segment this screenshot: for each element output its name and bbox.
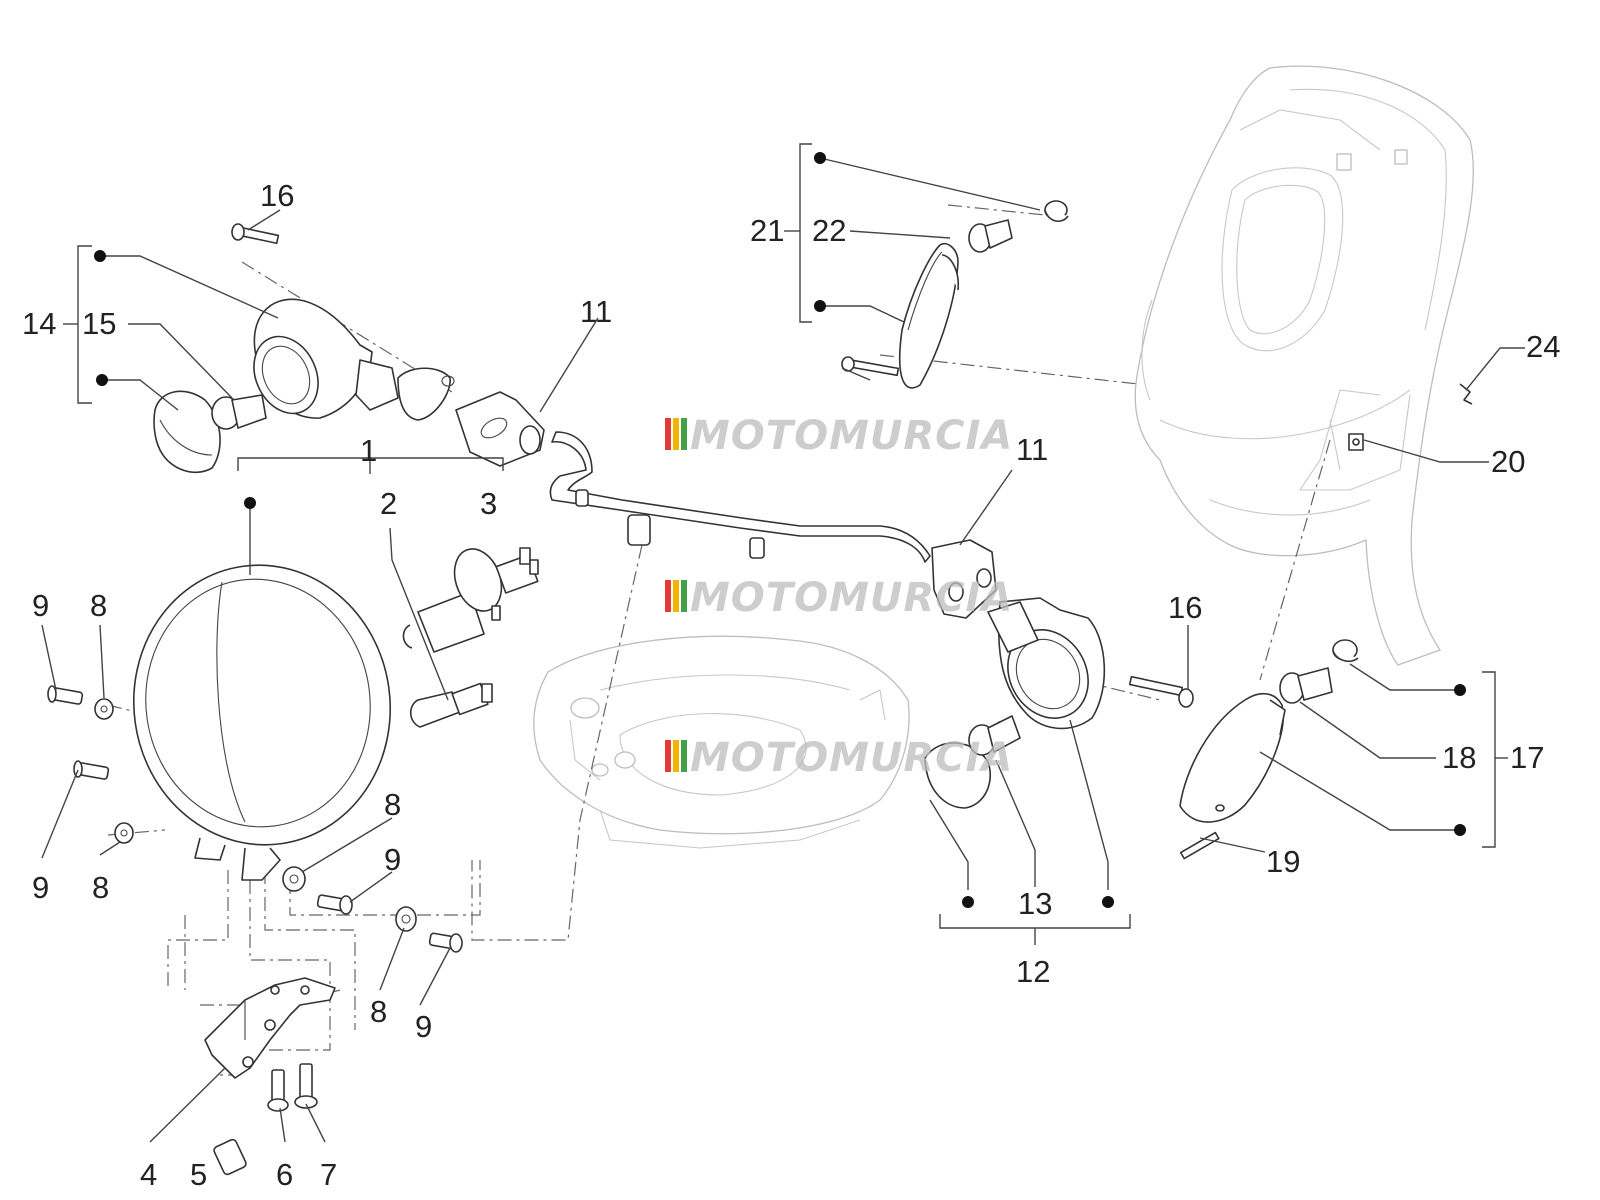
callout-8-b: 8: [92, 870, 109, 905]
clip-fastener: [1459, 383, 1473, 405]
callout-4: 4: [140, 1157, 157, 1192]
callout-17: 17: [1510, 740, 1544, 775]
headlight-bulb: [402, 547, 539, 653]
rear-signal-bulb: [1279, 639, 1359, 704]
bolt-7: [294, 1063, 318, 1109]
left-turn-signal: [253, 298, 455, 421]
clip-nut: [1348, 433, 1364, 451]
callout-22: 22: [812, 213, 846, 248]
callout-labels: 16 14 15 11 1 2 3 9 8 9 8 8 9 8 9 4 5 6 …: [22, 178, 1560, 1192]
position-light-screw: [841, 356, 900, 377]
callout-6: 6: [276, 1157, 293, 1192]
watermark-text: MOTOMURCIA: [690, 575, 1013, 621]
callout-19: 19: [1266, 844, 1300, 879]
parking-bulb: [409, 682, 493, 728]
callout-12: 12: [1016, 954, 1050, 989]
callout-5: 5: [190, 1157, 207, 1192]
callout-11-right: 11: [1016, 432, 1048, 467]
screw-9d: [428, 932, 463, 953]
bolt-6: [267, 1069, 289, 1112]
left-turn-signal-lens: [153, 390, 221, 474]
callout-16-right: 16: [1168, 590, 1202, 625]
right-turn-signal-lens: [924, 742, 992, 809]
washer-8d: [395, 906, 417, 932]
callout-7: 7: [320, 1157, 337, 1192]
callout-13: 13: [1018, 886, 1052, 921]
callout-20: 20: [1491, 444, 1525, 479]
callout-9-d: 9: [415, 1009, 432, 1044]
screw-9c: [316, 894, 353, 915]
callout-8-c: 8: [384, 787, 401, 822]
washer-8a: [94, 698, 114, 720]
callout-3: 3: [480, 486, 497, 521]
signal-support-bar: [549, 431, 931, 563]
watermark-1: MOTOMURCIA: [665, 413, 1013, 459]
callout-21: 21: [750, 213, 784, 248]
right-signal-screw: [1128, 675, 1194, 708]
headlight-lens-assembly: [132, 564, 392, 881]
position-light-bulb: [968, 200, 1069, 253]
left-turn-bulb: [211, 394, 267, 430]
callout-1: 1: [360, 433, 377, 468]
callout-15: 15: [82, 306, 116, 341]
watermark-3: MOTOMURCIA: [665, 735, 1013, 781]
callout-24: 24: [1526, 329, 1560, 364]
washer-8b: [114, 822, 134, 844]
position-light: [898, 243, 960, 389]
screw-9a: [47, 685, 84, 705]
headlight-mount-bracket: [204, 977, 336, 1079]
watermark-text: MOTOMURCIA: [690, 735, 1013, 781]
left-signal-screw: [231, 223, 280, 245]
callout-8-a: 8: [90, 588, 107, 623]
spacer-5: [213, 1138, 247, 1176]
signal-bracket-right: [931, 539, 997, 619]
washer-8c: [282, 866, 306, 892]
callout-8-d: 8: [370, 994, 387, 1029]
right-turn-bulb: [968, 715, 1021, 756]
callout-18: 18: [1442, 740, 1476, 775]
callout-16-left: 16: [260, 178, 294, 213]
callout-2: 2: [380, 486, 397, 521]
callout-9-b: 9: [32, 870, 49, 905]
right-turn-signal: [987, 597, 1106, 730]
screw-9b: [73, 760, 110, 780]
rear-signal-screw: [1179, 831, 1220, 860]
signal-bracket-left: [455, 391, 545, 467]
headlight-housing: [533, 635, 910, 849]
callout-9-a: 9: [32, 588, 49, 623]
callout-dots: [94, 152, 1466, 908]
callout-11-left: 11: [580, 294, 612, 329]
leader-lines: [41, 143, 1525, 1143]
legshield-panel: [1134, 65, 1474, 666]
watermark-2: MOTOMURCIA: [665, 575, 1013, 621]
watermark-text: MOTOMURCIA: [690, 413, 1013, 459]
callout-9-c: 9: [384, 842, 401, 877]
rear-turn-signal: [1179, 692, 1286, 823]
callout-14: 14: [22, 306, 56, 341]
